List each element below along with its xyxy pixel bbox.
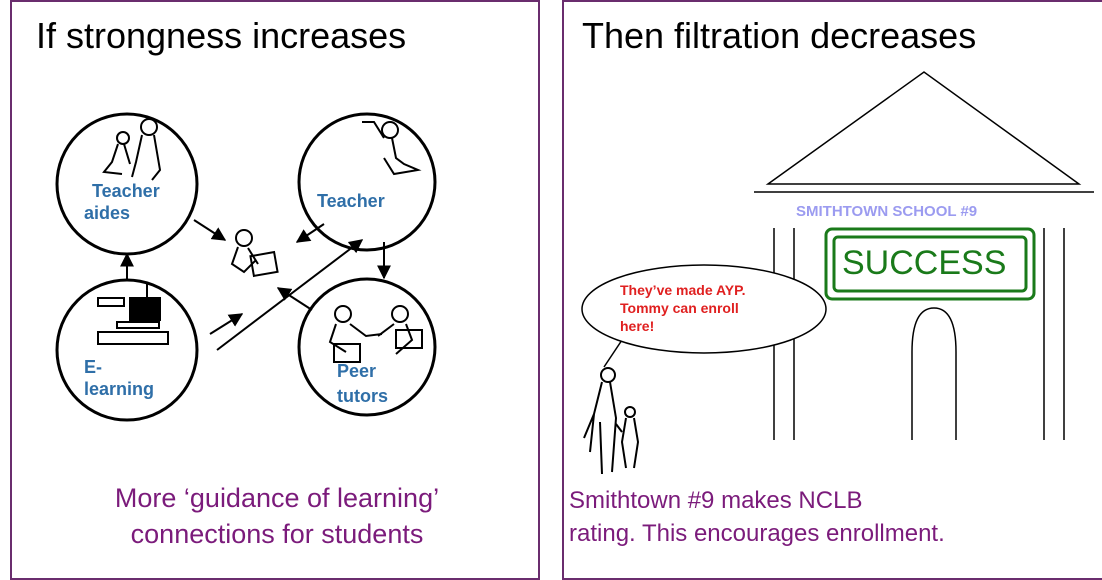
teacher-aides-label: Teacher aides [84,181,160,223]
left-caption: More ‘guidance of learning’ connections … [114,483,440,549]
speech-text: They’ve made AYP. Tommy can enroll here! [620,282,746,334]
arrow-teacher-to-student [295,223,325,243]
right-panel: Then filtration decreases [562,0,1102,580]
school-door [911,307,957,440]
right-caption: Smithtown #9 makes NCLB rating. This enc… [569,487,945,547]
school-name: SMITHTOWN SCHOOL #9 [796,203,978,220]
teacher-aides-icon [102,118,162,181]
arrow-aides-to-student [193,219,227,241]
school-drawing [581,71,1094,475]
speech-bubble [581,264,827,368]
teacher-node [297,112,437,252]
peer-tutors-icon [328,305,423,363]
left-title: If strongness increases [36,15,407,56]
elearning-label: E- learning [84,357,155,399]
left-panel: If strongness increases [10,0,540,580]
arrow-peer-to-student [276,287,313,311]
success-sign [824,227,1036,301]
network-diagram [55,112,437,422]
parent-child-icon [583,367,640,475]
peer-tutors-node [297,277,437,417]
teacher-icon [362,121,422,176]
school-roof [754,71,1094,193]
student-icon [230,229,279,278]
right-title: Then filtration decreases [582,15,977,56]
success-text: SUCCESS [842,244,1007,282]
computer-icon [97,282,169,345]
arrow-elearning-to-student [209,313,244,335]
peer-tutors-label: Peer tutors [337,361,388,406]
teacher-label: Teacher [317,191,385,211]
